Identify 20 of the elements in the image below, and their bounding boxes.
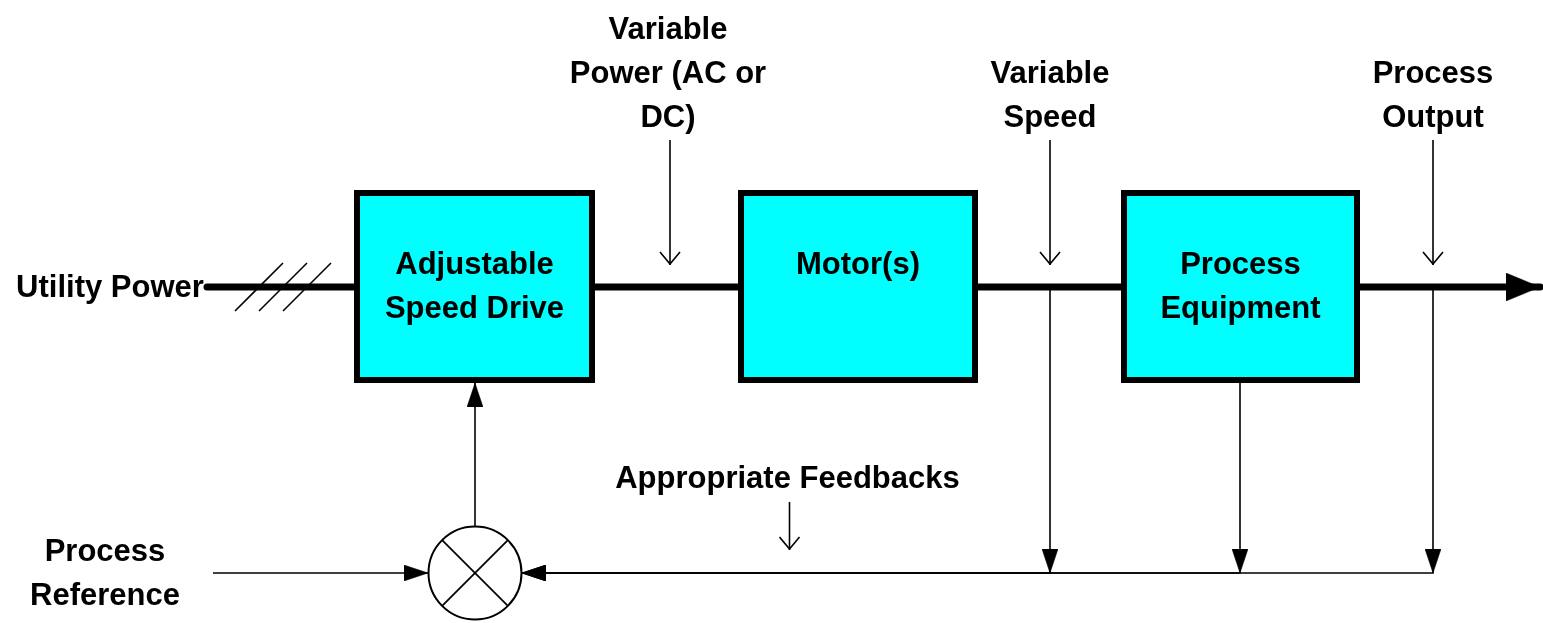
- summing-junction: [427, 525, 523, 621]
- box-label: Process Equipment: [1159, 245, 1322, 327]
- process-box: [354, 190, 595, 383]
- label-text: Process Reference: [5, 530, 205, 616]
- leader-arrow: [1039, 139, 1061, 266]
- leader-arrow: [659, 139, 681, 266]
- leader-arrow: [1422, 139, 1444, 266]
- label-text: Utility Power: [15, 245, 205, 329]
- process-box: [738, 190, 978, 383]
- box-label: Adjustable Speed Drive: [383, 245, 566, 327]
- label-text: Variable Speed: [960, 52, 1140, 138]
- arrow: [212, 564, 429, 582]
- arrow: [521, 289, 1441, 581]
- arrow: [466, 382, 484, 527]
- process-box: [1121, 190, 1360, 383]
- label-text: Variable Power (AC or DC): [558, 8, 778, 138]
- leader-arrow: [778, 501, 801, 551]
- label-text: Appropriate Feedbacks: [570, 456, 1005, 500]
- label-text: Process Output: [1343, 52, 1523, 138]
- box-label: Motor(s): [796, 245, 920, 283]
